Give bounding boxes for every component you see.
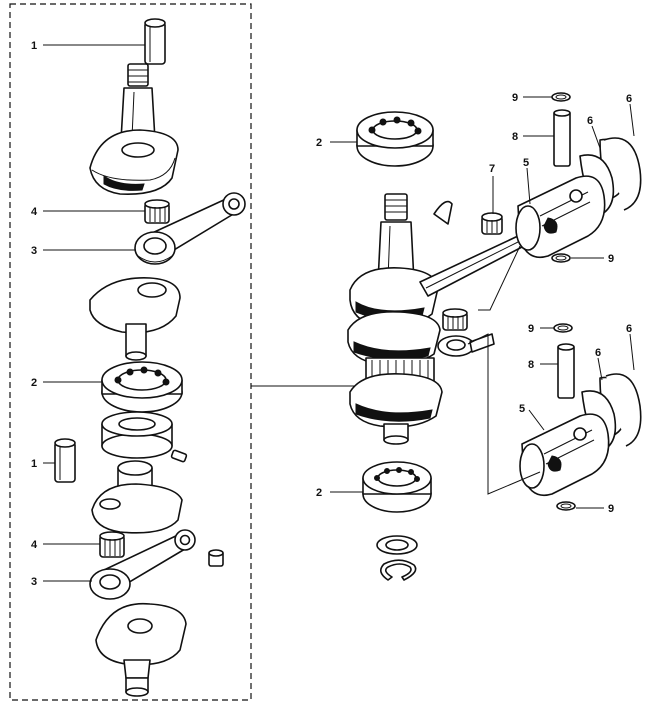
small-plug <box>208 549 224 567</box>
dashed-group-border <box>9 3 252 701</box>
needle-bearing-small-end <box>481 212 503 235</box>
callout-1-lower: 1 <box>31 458 37 470</box>
callout-4-lower: 4 <box>31 539 38 551</box>
callout-9-lower-bottom: 9 <box>608 503 614 515</box>
callout-6-lower-outer: 6 <box>626 323 632 335</box>
lower-crank-web <box>91 460 183 534</box>
crank-pin-top <box>144 18 166 65</box>
callout-7: 7 <box>489 163 495 175</box>
callout-3-upper: 3 <box>31 245 37 257</box>
callout-2-center-bottom: 2 <box>316 487 322 499</box>
callout-1-top: 1 <box>31 40 37 52</box>
lower-piston-group <box>519 323 642 511</box>
upper-main-shaft <box>89 63 179 195</box>
leader-lines <box>43 44 635 582</box>
crank-gear <box>101 411 188 463</box>
main-bearing-bottom <box>362 461 432 513</box>
callout-5-top: 5 <box>523 157 529 169</box>
connecting-rod-lower <box>89 529 196 600</box>
bottom-crank-web <box>95 602 187 697</box>
needle-bearing-middle <box>442 308 468 331</box>
callout-4-upper: 4 <box>31 206 38 218</box>
callout-6-lower-inner: 6 <box>595 347 601 359</box>
middle-crank-web <box>89 277 181 361</box>
woodruff-key <box>433 200 453 225</box>
needle-bearing-upper <box>144 199 170 224</box>
rod-piston-link-lower <box>467 333 541 495</box>
callout-2-center-top: 2 <box>316 137 322 149</box>
callout-6-top-inner: 6 <box>587 115 593 127</box>
callout-9-top: 9 <box>512 92 518 104</box>
assembled-crankshaft <box>347 193 443 445</box>
needle-bearing-lower <box>99 531 125 558</box>
main-bearing-left <box>101 361 183 413</box>
snap-ring <box>380 559 417 581</box>
rod-piston-link-upper <box>478 245 521 311</box>
callout-5-lower: 5 <box>519 403 525 415</box>
callout-3-lower: 3 <box>31 576 37 588</box>
callout-2-left: 2 <box>31 377 37 389</box>
main-bearing-top <box>356 111 434 167</box>
callout-8-top: 8 <box>512 131 518 143</box>
callout-6-top-outer: 6 <box>626 93 632 105</box>
callout-9-lower-top: 9 <box>528 323 534 335</box>
callout-9-upper-bottom: 9 <box>608 253 614 265</box>
callout-8-lower: 8 <box>528 359 534 371</box>
upper-conrod-assembled <box>419 235 525 297</box>
lower-conrod-assembled <box>437 333 495 357</box>
thrust-washer <box>376 535 418 555</box>
crank-pin-lower <box>54 438 76 483</box>
connecting-rod-upper <box>134 192 246 265</box>
upper-piston-group <box>515 92 642 263</box>
